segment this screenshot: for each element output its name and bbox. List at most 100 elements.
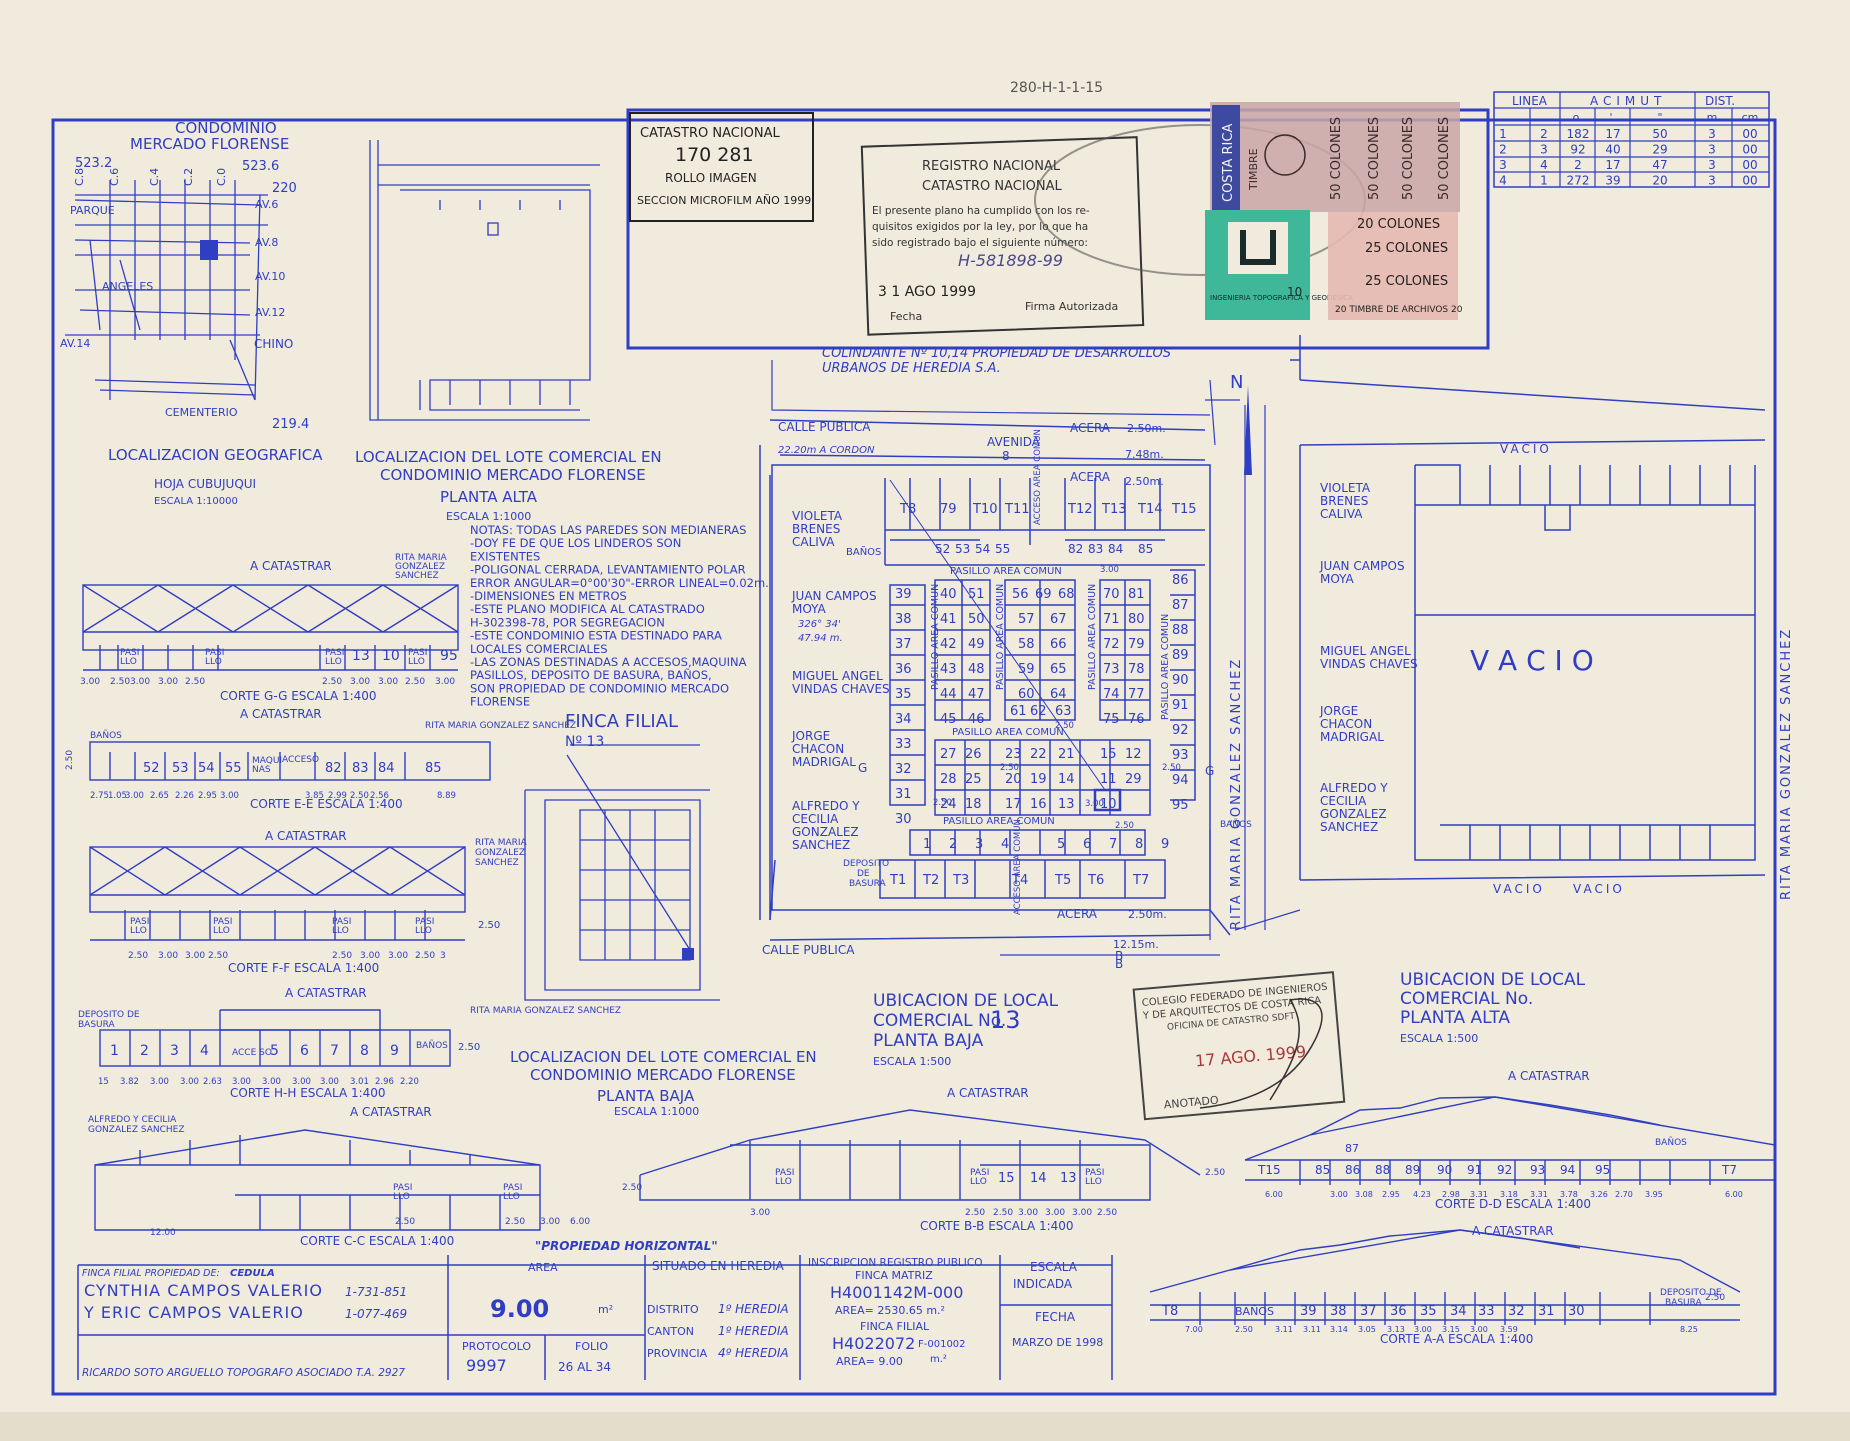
dim-dd: 3.26 (1590, 1190, 1608, 1199)
main-plan-right (1290, 335, 1766, 881)
unit-aa: 39 (1300, 1304, 1317, 1319)
pasillo-area-comun-top: PASILLO AREA COMUN (950, 566, 1062, 577)
unit-block-a: 49 (968, 637, 985, 652)
street-c0: C.0 (215, 168, 228, 186)
unit-82-row: 82 (1068, 542, 1083, 556)
unit-right-col: 93 (1172, 748, 1189, 763)
unit-right-col: 91 (1172, 698, 1189, 713)
unit-block-d: 21 (1058, 747, 1075, 762)
dim-hh: 3.00 (150, 1077, 169, 1087)
unit-left-col: 34 (895, 712, 912, 727)
dim-ff: 3.00 (158, 951, 178, 961)
neighbor-left: MOYA (792, 602, 827, 616)
note-line: -LAS ZONAS DESTINADAS A ACCESOS,MAQUINA (470, 655, 747, 669)
unit-block-d: 14 (1058, 772, 1075, 787)
unit-block-c: 75 (1103, 712, 1120, 727)
pasillo-gg-f: LLO (325, 657, 342, 667)
lower-location-scale: ESCALA 1:1000 (614, 1105, 699, 1118)
note-line: -ESTE CONDOMINIO ESTA DESTINADO PARA (470, 629, 722, 643)
acimut-cell: 47 (1652, 158, 1667, 172)
unit-hh: 4 (200, 1043, 209, 1059)
unit-dd: 92 (1497, 1163, 1512, 1177)
bearing-distance: 47.94 m. (798, 633, 843, 644)
note-line: H-302398-78, POR SEGREGACION (470, 615, 665, 629)
banos-hh: BAÑOS (416, 1040, 448, 1051)
unit-right-col: 89 (1172, 648, 1189, 663)
pasillo-ff-a: PASI (130, 917, 149, 927)
unit-block-c: 76 (1128, 712, 1145, 727)
unit-block-a: 42 (940, 637, 957, 652)
vacio-big: V A C I O (1470, 644, 1594, 677)
unit-hh: 2 (140, 1043, 149, 1059)
note-line: FLORENSE (470, 695, 530, 709)
deposito-hh-2: BASURA (78, 1020, 116, 1030)
registro-line-1: REGISTRO NACIONAL (922, 159, 1061, 174)
dim-aa: 3.15 (1442, 1325, 1460, 1334)
dim-dd: 3.00 (1330, 1190, 1348, 1199)
registro-line-5: sido registrado bajo el siguiente número… (872, 237, 1088, 249)
dim-dd: 2.98 (1442, 1190, 1460, 1199)
unit-82-row: 83 (1088, 542, 1103, 556)
ubicacion-baja-number: 13 (990, 1006, 1021, 1034)
a-catastrar-gg: A CATASTRAR (250, 559, 332, 573)
unit-52-row: 52 (935, 542, 950, 556)
unit-ee: 82 (325, 761, 342, 776)
neighbor-right: JORGE (1319, 704, 1358, 718)
dim-ff: 3 (440, 951, 446, 961)
catastro-line-1: CATASTRO NACIONAL (640, 126, 781, 141)
unit-block-b: 65 (1050, 662, 1067, 677)
unit-block-c: 81 (1128, 587, 1145, 602)
unit-hh: 5 (270, 1043, 279, 1059)
escala-label: ESCALA (1030, 1260, 1078, 1274)
catastro-line-2: 170 281 (675, 144, 754, 166)
deposito-plan-1: DEPOSITO (843, 859, 889, 869)
unit-top: T10 (972, 502, 997, 517)
unit-hh: 6 (300, 1043, 309, 1059)
neighbor-left: GONZALEZ (792, 825, 859, 839)
dim-aa: 2.50 (1235, 1325, 1253, 1334)
street-av8: AV.8 (255, 236, 278, 249)
unit-block-b: 68 (1058, 587, 1075, 602)
unit-block-c: 72 (1103, 637, 1120, 652)
dim-gg: 3.00 (378, 677, 398, 687)
unit-52-row: 53 (955, 542, 970, 556)
label-87-dd: 87 (1345, 1142, 1359, 1155)
dim-gg: 3.00 (130, 677, 150, 687)
dim-ee: 2.95 (198, 791, 217, 801)
owner-name-1: CYNTHIA CAMPOS VALERIO (84, 1281, 323, 1300)
unit-dd: 86 (1345, 1163, 1360, 1177)
rita-ff-2: GONZALEZ (475, 848, 525, 858)
escala-value: INDICADA (1013, 1277, 1073, 1291)
dim-gg: 2.50 (405, 677, 425, 687)
pasillo-ff-c: PASI (213, 917, 232, 927)
corte-aa: CORTE A-A ESCALA 1:400 (1380, 1332, 1533, 1346)
unit-aa: 30 (1568, 1304, 1585, 1319)
stamp-ten: 10 (1287, 285, 1302, 299)
title-block-text: FINCA FILIAL PROPIEDAD DE:CEDULACYNTHIA … (82, 1257, 1103, 1379)
area-unit: m² (598, 1303, 613, 1316)
finca-filial-value: H4022072 (832, 1334, 915, 1353)
acimut-header-linea: LINEA (1512, 94, 1548, 108)
street-c6: C.6 (108, 168, 121, 186)
dim-gg: 3.00 (350, 677, 370, 687)
unit-block-b: 69 (1035, 587, 1052, 602)
stamp-archivos: 20 TIMBRE DE ARCHIVOS 20 (1335, 305, 1463, 315)
ubicacion-baja-scale: ESCALA 1:500 (873, 1055, 951, 1068)
unit-dd: 91 (1467, 1163, 1482, 1177)
dim-aa: 3.14 (1330, 1325, 1348, 1334)
street-av10: AV.10 (255, 270, 285, 283)
unit-left-col: 36 (895, 662, 912, 677)
height-bb: 2.50 (1205, 1168, 1225, 1178)
corte-dd: CORTE D-D ESCALA 1:400 (1435, 1197, 1591, 1211)
acimut-cell: 2 (1540, 127, 1548, 141)
dim-ff: 2.50 (208, 951, 228, 961)
pasillo-vertical: PASILLO AREA COMUN (1087, 584, 1098, 690)
dim-aa: 3.13 (1387, 1325, 1405, 1334)
acimut-cell: 00 (1742, 158, 1757, 172)
neighbor-right: GONZALEZ (1320, 807, 1387, 821)
surveyor-line: RICARDO SOTO ARGUELLO TOPOGRAFO ASOCIADO… (82, 1367, 405, 1379)
unit-dd: 93 (1530, 1163, 1545, 1177)
street-c8: C.8 (73, 168, 86, 186)
